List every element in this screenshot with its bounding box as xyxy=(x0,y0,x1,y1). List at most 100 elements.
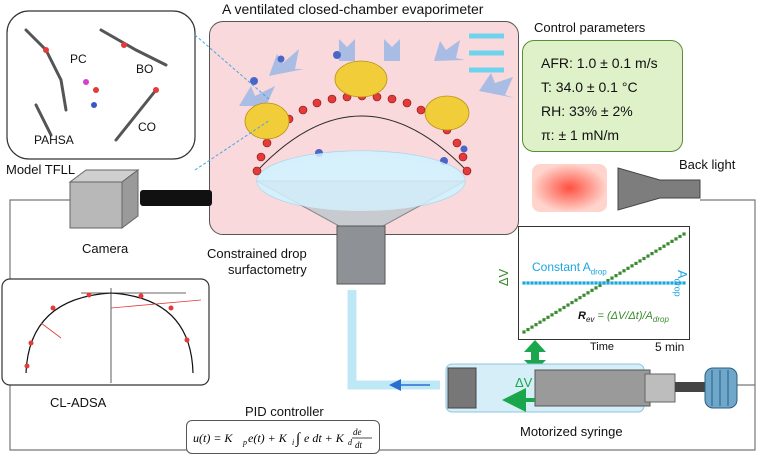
back-light-label: Back light xyxy=(679,157,736,172)
chart-series-2-point xyxy=(682,281,686,285)
constant-adrop-sub: drop xyxy=(590,267,607,277)
syringe-delta-v-label: ΔV xyxy=(515,375,533,390)
svg-text:u(t) = K: u(t) = K xyxy=(193,431,233,445)
chart-series-1-point xyxy=(670,239,674,243)
evaporation-chart xyxy=(522,232,686,334)
chart-series-1-point xyxy=(582,293,586,297)
control-param-temperature: T: 34.0 ± 0.1 °C xyxy=(541,79,638,95)
svg-text:d: d xyxy=(348,438,353,447)
chart-series-2-point xyxy=(618,281,622,285)
model-tfll-label: Model TFLL xyxy=(6,162,76,177)
rev-eq: = (ΔV/Δt)/A xyxy=(594,310,653,322)
chart-series-2-point xyxy=(614,281,618,285)
diagram-title: A ventilated closed-chamber evaporimeter xyxy=(222,1,484,17)
chart-duration-label: 5 min xyxy=(655,340,685,354)
rev-equation-label: Rev = (ΔV/Δt)/Adrop xyxy=(578,310,669,324)
chart-series-1-point xyxy=(630,264,634,268)
chart-series-2-point xyxy=(586,281,590,285)
chart-series-1-point xyxy=(530,325,534,329)
camera-icon xyxy=(68,169,212,229)
chart-series-2-point xyxy=(602,281,606,285)
chart-series-1-point xyxy=(586,291,590,295)
camera-label: Camera xyxy=(82,241,129,256)
pid-equation-box: u(t) = K p e(t) + K i ∫ e dt + K d de dt xyxy=(186,420,380,454)
chart-series-2-point xyxy=(654,281,658,285)
chart-series-1-point xyxy=(678,234,682,239)
motorized-syringe xyxy=(445,363,738,413)
chart-series-1-point xyxy=(558,308,562,312)
chart-series-2-point xyxy=(670,281,674,285)
chart-series-2-point xyxy=(638,281,642,285)
chart-series-2-point xyxy=(622,281,626,285)
svg-text:p: p xyxy=(242,438,247,447)
chart-series-1-point xyxy=(578,296,582,300)
svg-text:de: de xyxy=(353,427,362,437)
chart-series-2-point xyxy=(554,281,558,285)
control-param-afr: AFR: 1.0 ± 0.1 m/s xyxy=(541,55,658,71)
chart-series-2-point xyxy=(634,281,638,285)
chart-series-1-point xyxy=(650,252,654,256)
chart-series-1-point xyxy=(546,315,550,319)
chart-series-1-point xyxy=(658,247,662,251)
chart-series-1-point xyxy=(622,269,626,273)
chart-y-right-label: Adrop xyxy=(672,270,690,297)
motorized-syringe-label: Motorized syringe xyxy=(520,424,623,439)
constant-adrop-main: Constant A xyxy=(532,260,591,274)
svg-text:∫: ∫ xyxy=(295,431,302,447)
chart-series-1-point xyxy=(642,256,646,261)
chart-series-2-point xyxy=(674,281,678,285)
chart-series-2-point xyxy=(590,281,594,285)
chart-series-1-point xyxy=(606,278,610,283)
control-param-rh: RH: 33% ± 2% xyxy=(541,103,633,119)
chart-series-2-point xyxy=(630,281,634,285)
svg-text:e dt + K: e dt + K xyxy=(304,431,345,445)
chart-series-1-point xyxy=(674,237,678,241)
chart-y-left-label: ΔV xyxy=(496,268,512,287)
chart-series-2-point xyxy=(522,281,526,285)
rev-sub: ev xyxy=(585,315,595,325)
chart-series-1-point xyxy=(626,266,630,270)
chart-series-1-point xyxy=(566,303,570,307)
chart-y-right-main: A xyxy=(675,270,690,279)
cl-adsa-label: CL-ADSA xyxy=(50,395,107,410)
chart-series-1-point xyxy=(570,301,574,305)
constant-adrop-label: Constant Adrop xyxy=(532,260,607,276)
chart-series-2-point xyxy=(598,281,602,285)
chart-x-label: Time xyxy=(590,341,615,353)
cl-adsa-panel xyxy=(1,278,210,386)
control-param-pressure: π: ± 1 mN/m xyxy=(541,127,620,143)
molecule-pahsa-label: PAHSA xyxy=(34,133,74,147)
pid-controller-label: PID controller xyxy=(245,404,324,419)
chart-series-2-point xyxy=(578,281,582,285)
rev-prefix: R xyxy=(578,310,586,322)
svg-text:i: i xyxy=(292,438,294,447)
drop-label-line1: Constrained drop xyxy=(207,246,307,261)
molecule-bo-label: BO xyxy=(136,62,154,76)
chart-series-2-point xyxy=(562,281,566,285)
chart-series-1-point xyxy=(614,274,618,278)
chart-series-2-point xyxy=(666,281,670,285)
chart-series-2-point xyxy=(530,281,534,285)
chart-series-2-point xyxy=(658,281,662,285)
chart-series-2-point xyxy=(566,281,570,285)
feedback-double-arrow xyxy=(524,340,546,371)
inset-pointer xyxy=(194,34,271,171)
molecule-co-label: CO xyxy=(138,120,156,134)
chart-series-2-point xyxy=(606,281,610,285)
chart-series-1-point xyxy=(646,254,650,258)
control-parameters-heading: Control parameters xyxy=(534,20,646,35)
chart-series-1-point xyxy=(594,286,598,290)
pid-equation: u(t) = K p e(t) + K i ∫ e dt + K d de dt xyxy=(193,427,372,450)
chart-series-2-point xyxy=(610,281,614,285)
back-light xyxy=(532,164,701,212)
svg-text:dt: dt xyxy=(355,440,363,450)
chart-series-1-point xyxy=(554,310,558,314)
chart-series-1-point xyxy=(610,276,614,280)
drop-label-line2: surfactometry xyxy=(228,262,307,277)
chart-series-2-point xyxy=(534,281,538,285)
control-parameters-box: AFR: 1.0 ± 0.1 m/s T: 34.0 ± 0.1 °C RH: … xyxy=(522,40,683,152)
chart-series-1-point xyxy=(550,313,554,317)
chart-series-1-point xyxy=(526,327,530,332)
chart-series-1-point xyxy=(662,244,666,248)
